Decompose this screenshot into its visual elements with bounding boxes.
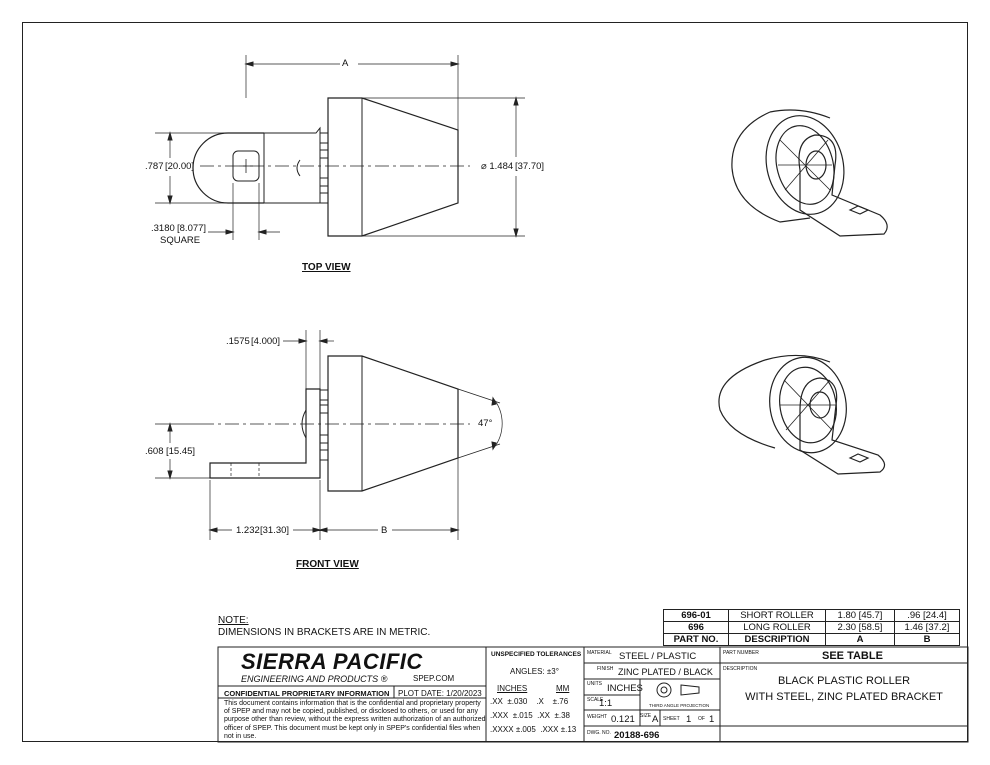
company-logo: SIERRA PACIFIC	[241, 649, 423, 674]
dim-1232: 1.232	[236, 525, 260, 536]
material-value: STEEL / PLASTIC	[619, 651, 697, 662]
isometric-view-1	[731, 109, 888, 237]
note: NOTE: DIMENSIONS IN BRACKETS ARE IN METR…	[218, 615, 430, 639]
isometric-view-2	[718, 354, 886, 475]
desc-cell: SHORT ROLLER	[728, 609, 826, 622]
header-description: DESCRIPTION	[728, 633, 826, 646]
dim-b: B	[381, 525, 388, 536]
dim-787: .787	[145, 161, 164, 172]
dim-608: .608	[145, 446, 164, 457]
tolerance-mm-header: MM	[556, 684, 570, 693]
a-cell: 2.30 [58.5]	[825, 621, 895, 634]
table-row: 696 LONG ROLLER 2.30 [58.5] 1.46 [37.2]	[663, 621, 960, 634]
dim-diameter: ⌀ 1.484	[481, 161, 514, 172]
dim-608-mm: [15.45]	[166, 446, 196, 457]
header-part-no: PART NO.	[663, 633, 729, 646]
company-website: SPEP.COM	[413, 674, 455, 683]
plot-date: PLOT DATE: 1/20/2023	[398, 689, 482, 698]
company-subtitle: ENGINEERING AND PRODUCTS ®	[241, 674, 388, 684]
dim-1575: .1575	[226, 336, 250, 347]
header-b: B	[894, 633, 960, 646]
units-label: UNITS	[587, 681, 602, 687]
tolerance-row-1: .XX ±.030 .X ±.76	[490, 697, 569, 706]
top-view-geometry	[155, 55, 525, 240]
weight-value: 0.121	[611, 714, 635, 725]
dim-diameter-mm: [37.70]	[515, 161, 545, 172]
tolerance-row-2: .XXX ±.015 .XX ±.38	[490, 711, 570, 720]
tolerance-angles: ANGLES: ±3°	[510, 667, 559, 676]
tolerances-title: UNSPECIFIED TOLERANCES	[491, 651, 582, 658]
material-label: MATERIAL	[587, 650, 612, 656]
b-cell: .96 [24.4]	[894, 609, 960, 622]
part-number-value: SEE TABLE	[822, 650, 883, 662]
sheet-label: SHEET	[663, 716, 680, 722]
dim-square: SQUARE	[160, 235, 201, 246]
dim-1575-mm: [4.000]	[251, 336, 281, 347]
finish-value: ZINC PLATED / BLACK	[618, 667, 713, 677]
header-a: A	[825, 633, 895, 646]
finish-label: FINISH	[597, 666, 614, 672]
part-number-label: PART NUMBER	[723, 650, 759, 656]
sheet-value: 1	[686, 714, 692, 725]
dwg-value: 20188-696	[614, 730, 660, 741]
title-block-lines	[217, 646, 969, 743]
b-cell: 1.46 [37.2]	[894, 621, 960, 634]
description-line-2: WITH STEEL, ZINC PLATED BRACKET	[745, 691, 943, 703]
desc-cell: LONG ROLLER	[728, 621, 826, 634]
units-value: INCHES	[607, 683, 643, 694]
table-row: 696-01 SHORT ROLLER 1.80 [45.7] .96 [24.…	[663, 609, 960, 622]
description-line-1: BLACK PLASTIC ROLLER	[777, 675, 911, 687]
part-description: BLACK PLASTIC ROLLER WITH STEEL, ZINC PL…	[724, 673, 964, 705]
table-header-row: PART NO. DESCRIPTION A B	[663, 633, 960, 646]
description-label: DESCRIPTION	[723, 666, 758, 672]
dwg-label: DWG. NO.	[587, 730, 611, 736]
scale-label: SCALE	[587, 697, 604, 703]
dim-3180: .3180	[151, 223, 175, 234]
of-value: 1	[709, 714, 715, 725]
dim-3180-mm: [8.077]	[177, 223, 207, 234]
note-text: DIMENSIONS IN BRACKETS ARE IN METRIC.	[218, 627, 431, 638]
confidential-text: This document contains information that …	[224, 700, 486, 740]
weight-label: WEIGHT	[587, 714, 607, 720]
part-no-cell: 696	[663, 621, 729, 634]
dim-angle: 47°	[478, 418, 493, 429]
tolerance-row-3: .XXXX ±.005 .XXX ±.13	[490, 725, 577, 734]
registered-mark: ®	[380, 674, 388, 684]
size-value: A	[652, 714, 659, 725]
front-view-geometry	[155, 330, 503, 540]
confidential-heading: CONFIDENTIAL PROPRIETARY INFORMATION	[224, 689, 390, 698]
of-label: OF	[698, 716, 705, 722]
top-view-title: TOP VIEW	[302, 262, 351, 273]
parts-table: 696-01 SHORT ROLLER 1.80 [45.7] .96 [24.…	[663, 609, 960, 646]
tolerance-inches-header: INCHES	[497, 684, 528, 693]
front-view-title: FRONT VIEW	[296, 559, 359, 570]
dim-a: A	[342, 58, 349, 69]
part-no-cell: 696-01	[663, 609, 729, 622]
dim-787-mm: [20.00]	[165, 161, 195, 172]
scale-value: 1:1	[599, 698, 613, 709]
dim-1232-mm: [31.30]	[260, 525, 290, 536]
a-cell: 1.80 [45.7]	[825, 609, 895, 622]
note-heading: NOTE:	[218, 615, 249, 626]
projection-label: THIRD ANGLE PROJECTION	[649, 703, 710, 708]
size-label: SIZE	[640, 713, 652, 719]
